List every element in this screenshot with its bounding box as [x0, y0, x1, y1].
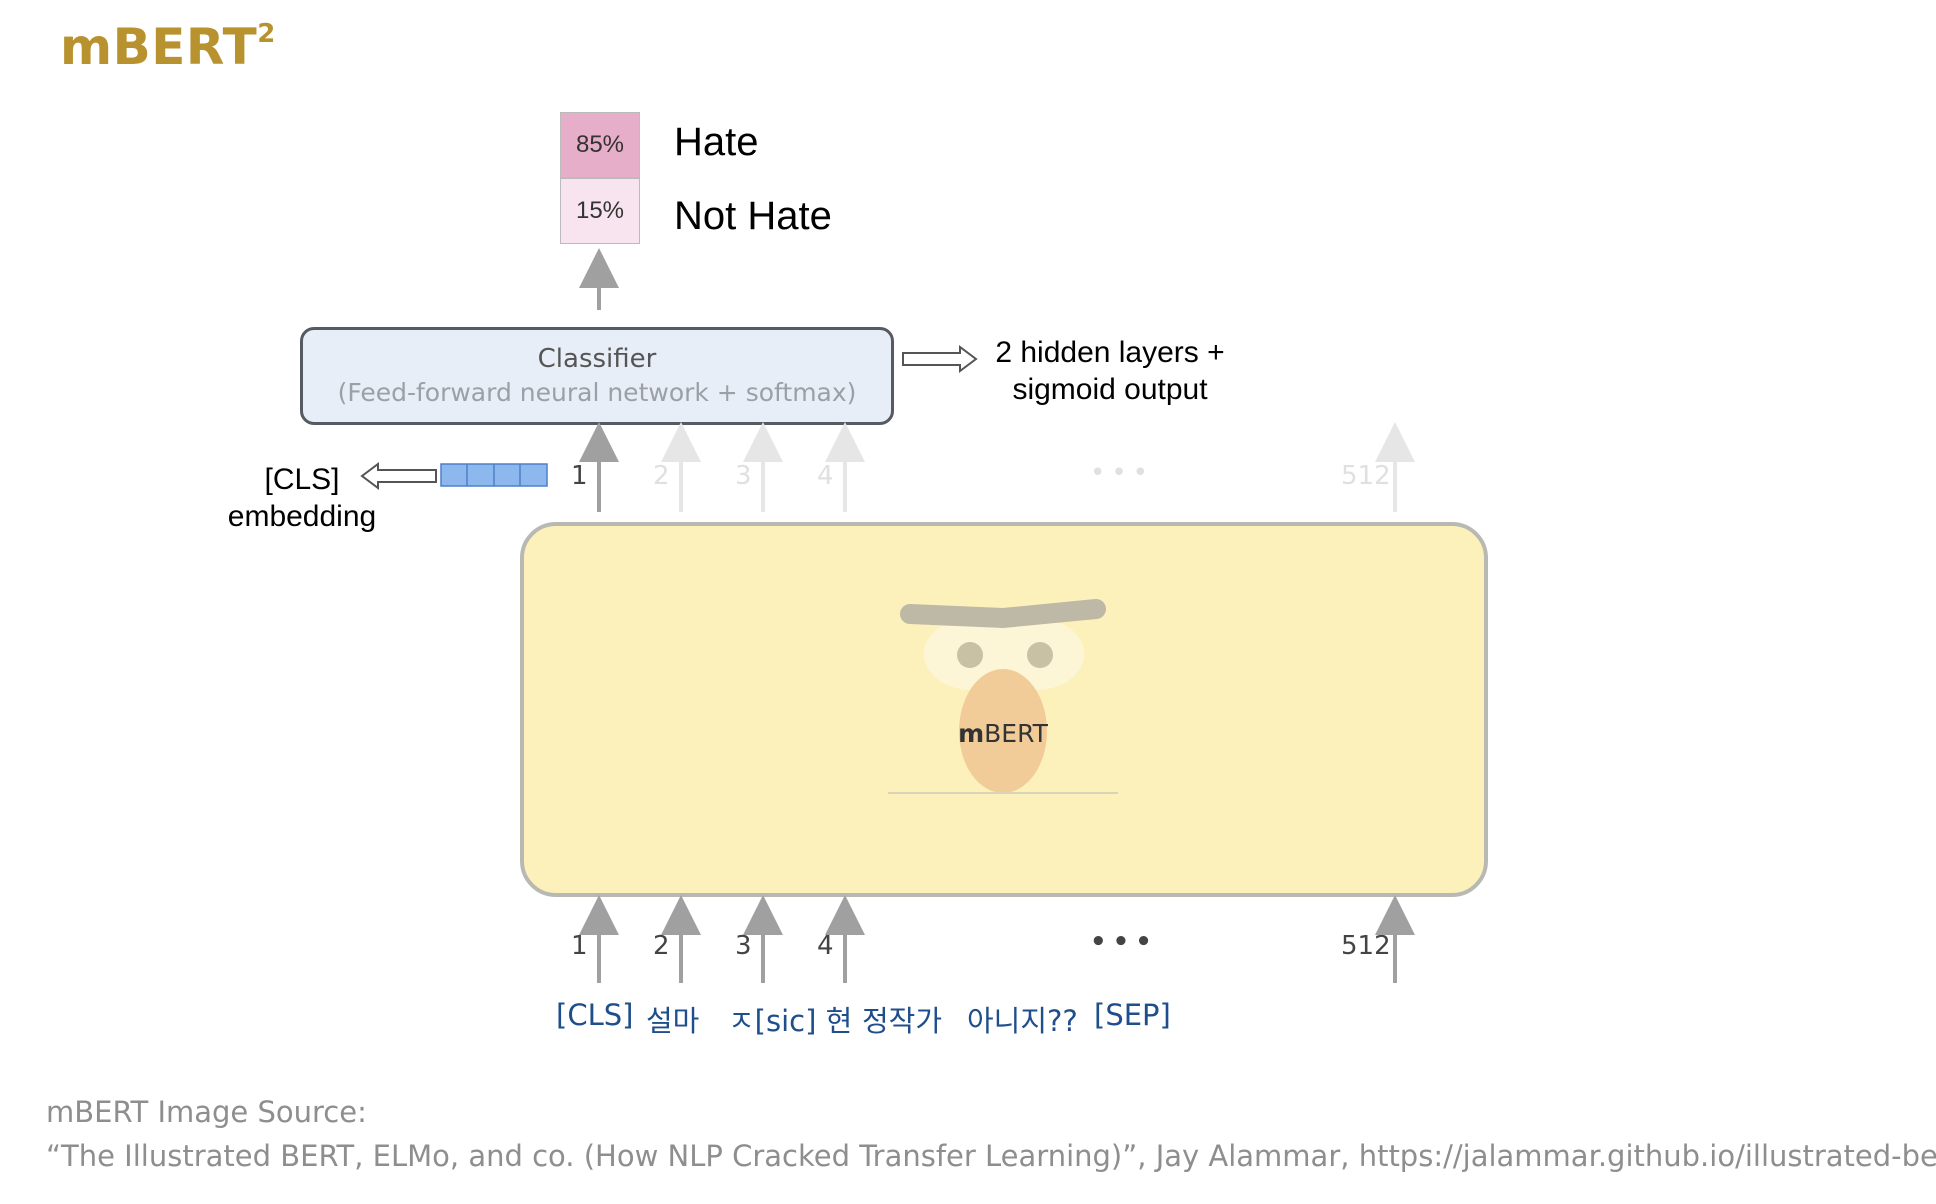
not-hate-label: Not Hate — [674, 194, 832, 238]
classifier-note: 2 hidden layers + sigmoid output — [995, 336, 1225, 406]
output-position-3: 3 — [735, 461, 752, 491]
slide-title: mBERT2 — [60, 18, 276, 76]
input-position-3: 3 — [735, 931, 752, 961]
input-position-1: 1 — [571, 931, 588, 961]
input-position-2: 2 — [653, 931, 670, 961]
not-hate-probability-box: 15% — [560, 178, 640, 244]
input-position-512: 512 — [1341, 931, 1391, 961]
token-cls: [CLS] — [556, 998, 634, 1032]
token-2: ㅈ[sic] 현 — [728, 1004, 853, 1038]
hate-label: Hate — [674, 120, 759, 164]
source-line-1: mBERT Image Source: — [46, 1095, 367, 1129]
output-position-1: 1 — [571, 461, 588, 491]
cls-embedding-vector — [440, 463, 548, 487]
output-position-512: 512 — [1341, 461, 1391, 491]
output-position-2: 2 — [653, 461, 670, 491]
token-sep: [SEP] — [1094, 998, 1171, 1032]
input-position-4: 4 — [817, 931, 834, 961]
input-ellipsis: ••• — [1090, 927, 1158, 957]
arrow-cls-embedding — [360, 462, 437, 490]
output-position-4: 4 — [817, 461, 834, 491]
output-ellipsis: ••• — [1090, 458, 1155, 488]
classifier-subtitle: (Feed-forward neural network + softmax) — [337, 378, 857, 407]
mbert-face-icon: mBERT — [888, 599, 1118, 794]
svg-text:mBERT: mBERT — [958, 719, 1049, 748]
token-1: 설마 — [646, 1004, 700, 1038]
cls-embedding-label: [CLS] embedding — [227, 463, 377, 533]
source-citation: “The Illustrated BERT, ELMo, and co. (Ho… — [46, 1139, 1936, 1173]
hate-probability-box: 85% — [560, 112, 640, 178]
classifier-box: Classifier (Feed-forward neural network … — [300, 327, 894, 425]
arrow-classifier-note — [902, 345, 978, 373]
token-4: 아니지?? — [967, 1004, 1078, 1038]
classifier-title: Classifier — [537, 344, 657, 374]
token-3: 정작가 — [862, 1004, 943, 1038]
